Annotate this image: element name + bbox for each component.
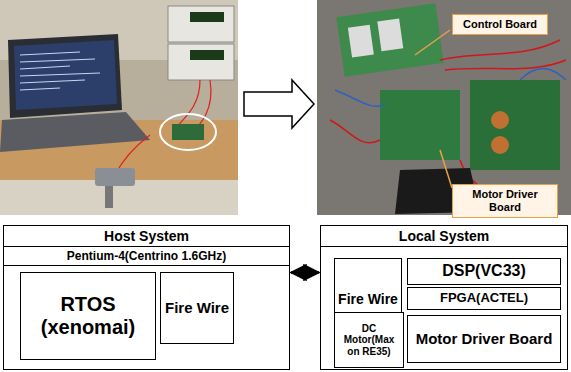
motor-stand — [105, 186, 113, 208]
laptop-screen — [8, 34, 122, 118]
box-label: Motor Driver Board — [416, 330, 553, 347]
box-label: Control Board — [463, 18, 537, 31]
box-label: DC Motor(Max on RE35) — [337, 323, 401, 358]
system-box: Local SystemFire Wire DSP(VC33) FPGA(ACTEL… — [320, 225, 568, 370]
box-label: DSP(VC33) — [442, 262, 526, 280]
box-label: FPGA(ACTEL) — [440, 291, 528, 306]
component-box: RTOS (xenomai) — [20, 272, 156, 360]
supply-display — [190, 50, 224, 60]
leader-lines — [415, 30, 452, 188]
power-supply — [168, 6, 234, 42]
component-box: DSP(VC33) — [407, 258, 561, 285]
inductor — [491, 111, 509, 129]
component-box: Fire Wire — [160, 272, 234, 344]
laptop-keyboard — [0, 112, 150, 152]
chip — [377, 19, 403, 52]
component-box: DC Motor(Max on RE35) — [334, 312, 404, 368]
power-supply — [168, 44, 234, 80]
inductor — [491, 136, 509, 154]
component-box: FPGA(ACTEL) — [407, 287, 561, 310]
wires — [335, 68, 566, 106]
box-label: Fire Wire — [165, 299, 229, 316]
chip — [348, 25, 374, 58]
box-subtitle: Pentium-4(Centrino 1.6GHz) — [4, 247, 289, 266]
screen-lines — [20, 52, 100, 90]
wires — [115, 80, 211, 175]
box-label: Host System — [4, 226, 289, 247]
laptop-display — [14, 40, 117, 110]
box-label: Fire Wire — [338, 291, 398, 307]
motor — [95, 168, 135, 186]
block-arrow — [244, 80, 314, 128]
callout-box: Control Board — [452, 14, 548, 35]
double-arrow — [291, 271, 319, 274]
pcb — [380, 90, 460, 160]
motor-driver-pcb — [470, 80, 560, 170]
box-label: RTOS (xenomai) — [23, 293, 153, 339]
callout-box: Motor Driver Board — [452, 184, 558, 218]
system-box: Host SystemPentium-4(Centrino 1.6GHz) RTO… — [3, 225, 290, 370]
board — [172, 124, 204, 140]
control-board-pcb — [336, 3, 443, 76]
box-label: Local System — [321, 226, 567, 247]
wires — [330, 40, 566, 197]
component-box: Motor Driver Board — [407, 315, 561, 363]
highlight-circle — [160, 114, 216, 150]
boards-photo — [317, 0, 571, 215]
lab-photo — [0, 0, 238, 215]
supply-display — [190, 12, 224, 22]
box-label: Motor Driver Board — [456, 188, 554, 213]
